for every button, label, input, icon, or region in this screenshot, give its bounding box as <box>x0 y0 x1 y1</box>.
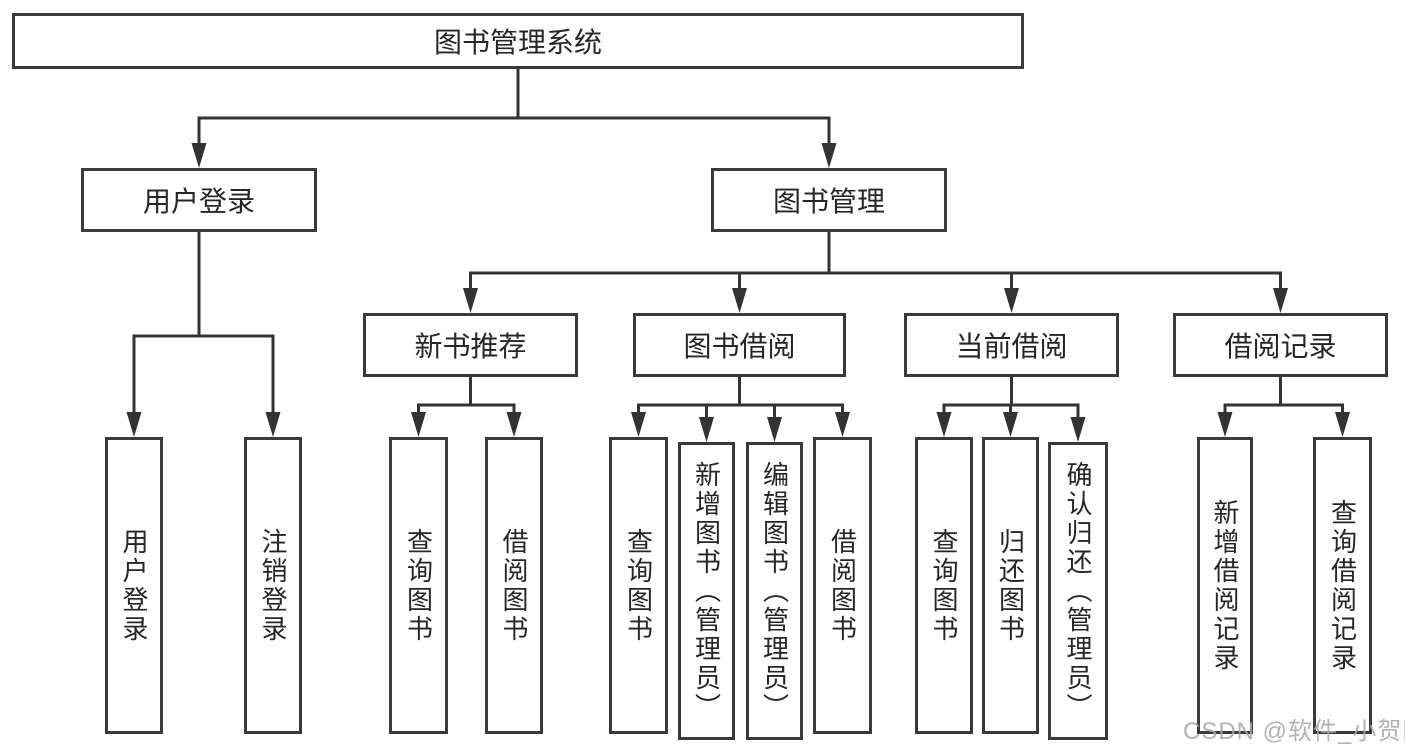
node-add-books-admin: 新增图书（管理员） <box>678 442 735 740</box>
node-user-login: 用户登录 <box>81 168 317 232</box>
node-label: 查询借阅记录 <box>1327 498 1358 673</box>
node-label: 归还图书 <box>995 527 1026 644</box>
node-label: 用户登录 <box>119 527 149 644</box>
node-borrow-books-1: 借阅图书 <box>485 437 543 734</box>
watermark: CSDN @软件_小贺同学 <box>1183 718 1405 745</box>
node-borrow-books-2: 借阅图书 <box>813 437 872 734</box>
node-query-books-3: 查询图书 <box>915 437 973 734</box>
node-user-login-op: 用户登录 <box>105 437 163 734</box>
node-label: 图书借阅 <box>683 331 796 362</box>
node-label: 图书管理 <box>772 186 885 217</box>
node-label: 新增借阅记录 <box>1210 498 1240 673</box>
node-label: 新增图书（管理员） <box>691 460 722 722</box>
node-query-books-1: 查询图书 <box>389 437 448 734</box>
node-label: 借阅图书 <box>827 527 858 644</box>
node-add-borrow-record: 新增借阅记录 <box>1197 437 1253 734</box>
node-query-borrow-record: 查询借阅记录 <box>1313 437 1372 734</box>
node-label: 当前借阅 <box>955 331 1068 362</box>
node-label: 借阅记录 <box>1224 331 1337 362</box>
node-library-system: 图书管理系统 <box>12 13 1024 69</box>
node-label: 新书推荐 <box>414 331 527 362</box>
node-label: 图书管理系统 <box>433 27 602 58</box>
node-borrow-records: 借阅记录 <box>1173 313 1388 377</box>
node-label: 借阅图书 <box>499 527 529 644</box>
node-label: 查询图书 <box>623 527 654 644</box>
node-label: 用户登录 <box>142 186 255 217</box>
node-book-borrow: 图书借阅 <box>633 313 846 377</box>
node-confirm-return-admin: 确认归还（管理员） <box>1048 442 1108 740</box>
node-return-books: 归还图书 <box>982 437 1039 734</box>
node-book-mgmt: 图书管理 <box>711 168 947 232</box>
node-label: 确认归还（管理员） <box>1063 460 1093 722</box>
node-edit-books-admin: 编辑图书（管理员） <box>746 442 803 740</box>
node-label: 编辑图书（管理员） <box>759 460 790 722</box>
node-label: 注销登录 <box>258 527 288 644</box>
node-logout-op: 注销登录 <box>244 437 302 734</box>
node-new-book-rec: 新书推荐 <box>363 313 578 377</box>
node-query-books-2: 查询图书 <box>609 437 668 734</box>
node-label: 查询图书 <box>929 527 959 644</box>
node-label: 查询图书 <box>403 527 434 644</box>
node-current-borrow: 当前借阅 <box>904 313 1119 377</box>
